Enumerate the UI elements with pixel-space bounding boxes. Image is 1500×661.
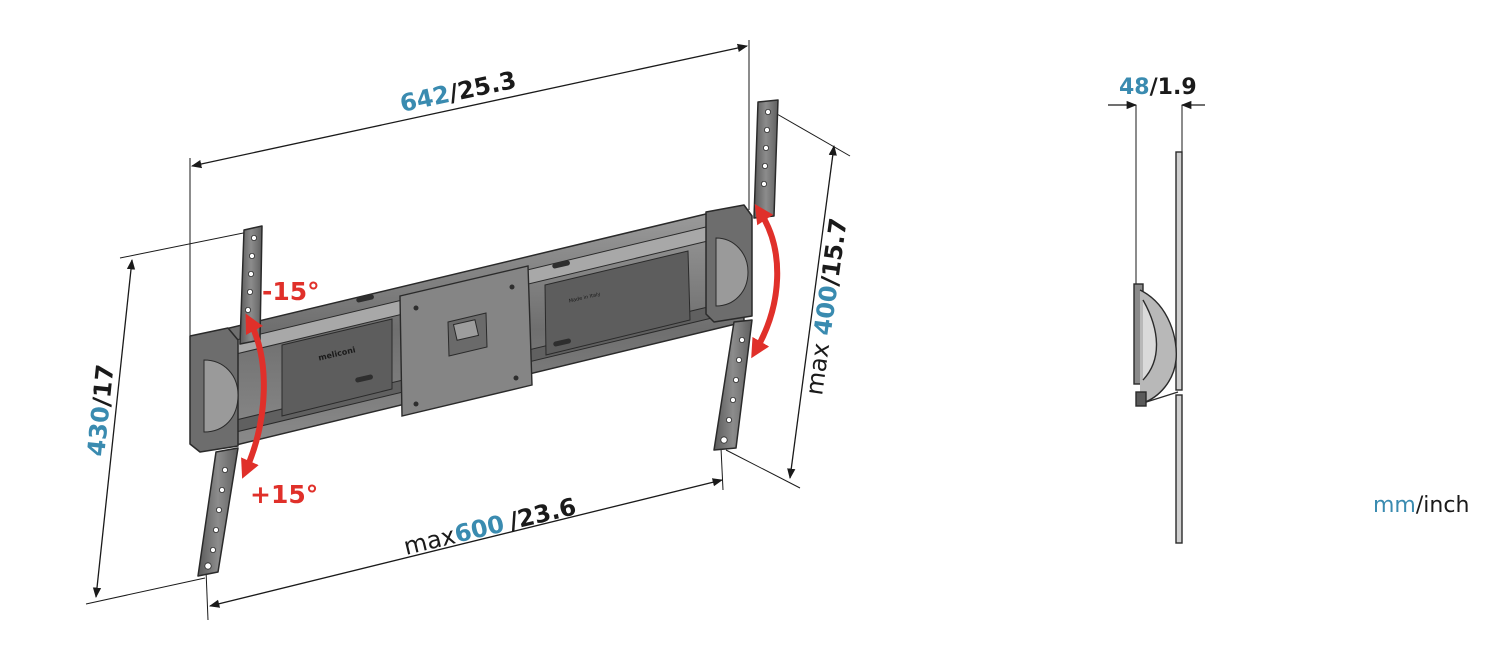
height-dimension: 430/17: [82, 229, 259, 605]
vesa-vertical-prefix: max: [800, 341, 835, 397]
vesa-horizontal-metric: 600: [452, 510, 507, 549]
vesa-vertical-imperial: 15.7: [817, 216, 853, 279]
units-legend: mm/inch: [1373, 493, 1469, 518]
profile-upper-strip: [1175, 151, 1183, 391]
front-view: 642/25.3 430/17 max600/23.6: [82, 40, 853, 621]
depth-metric: 48: [1119, 75, 1150, 100]
units-metric: mm: [1373, 493, 1416, 518]
right-recess: [544, 250, 691, 356]
units-separator: /: [1416, 493, 1424, 518]
vesa-horizontal-dimension: max600/23.6: [205, 447, 724, 621]
tilt-indicators: -15° +15°: [241, 203, 781, 509]
height-metric: 430: [82, 405, 115, 458]
left-recess: [281, 318, 393, 417]
right-strip-upper: [753, 99, 779, 219]
depth-label: 48/1.9: [1119, 75, 1197, 100]
width-imperial: 25.3: [455, 66, 519, 106]
wall-bracket: meliconi Made in Italy: [189, 99, 779, 577]
tilt-down-label: +15°: [250, 480, 318, 509]
vesa-vertical-dimension: max400/15.7: [725, 109, 853, 489]
depth-imperial: 1.9: [1158, 75, 1197, 100]
vesa-horizontal-imperial: 23.6: [515, 492, 579, 533]
left-strip-holes: [204, 234, 257, 570]
right-strip-lower: [713, 319, 753, 451]
vesa-vertical-metric: 400: [809, 284, 844, 338]
depth-separator: /: [1150, 75, 1159, 100]
vesa-vertical-separator: /: [816, 275, 845, 288]
bracket-profile: [1133, 151, 1183, 544]
height-imperial: 17: [88, 363, 119, 399]
side-view: 48/1.9 mm/inch: [1108, 75, 1469, 544]
vesa-horizontal-label: max600/23.6: [401, 492, 579, 560]
mounting-slots: [355, 260, 571, 407]
width-label: 642/25.3: [397, 66, 518, 118]
width-metric: 642: [397, 80, 452, 118]
depth-dimension: 48/1.9: [1108, 75, 1205, 285]
profile-lower-strip: [1175, 394, 1183, 544]
left-tilt-arrow: [241, 313, 267, 479]
height-label: 430/17: [82, 363, 119, 458]
tilt-up-label: -15°: [262, 277, 320, 306]
right-strip-holes: [720, 109, 772, 444]
vesa-vertical-label: max400/15.7: [800, 216, 853, 397]
vesa-horizontal-prefix: max: [401, 521, 458, 560]
height-separator: /: [87, 396, 116, 408]
right-tilt-arrow: [751, 203, 781, 359]
units-imperial: inch: [1423, 493, 1469, 518]
